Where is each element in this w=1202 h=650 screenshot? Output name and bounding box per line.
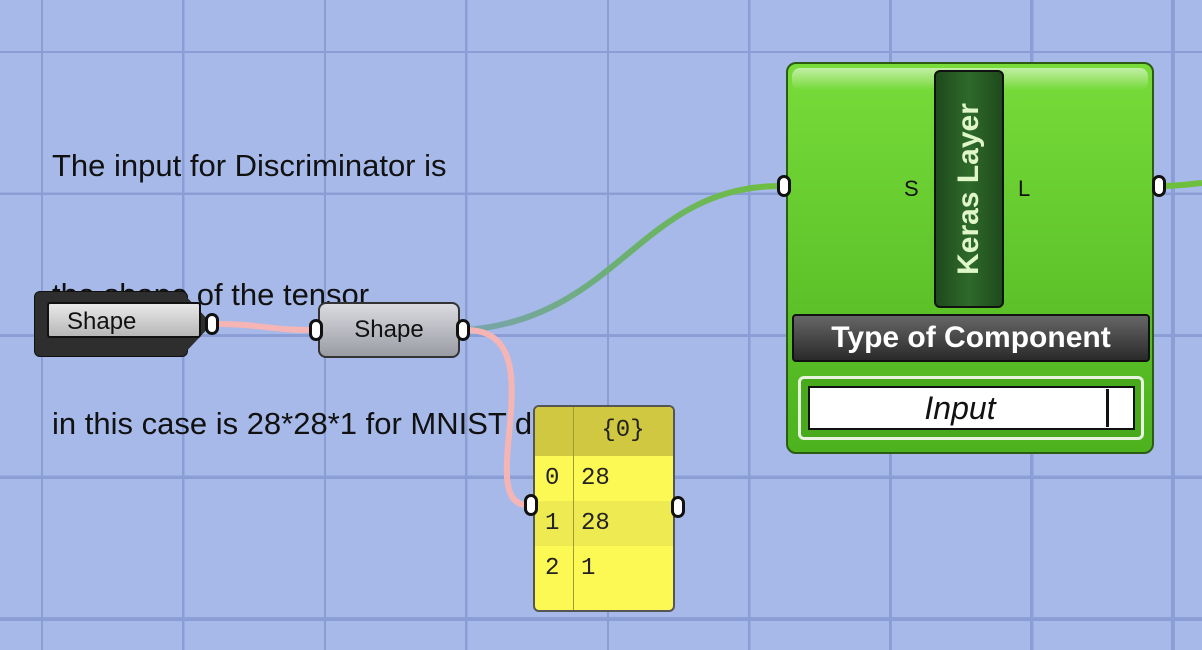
panel-header-path: {0} bbox=[601, 417, 645, 444]
value-list[interactable]: Input bbox=[798, 376, 1144, 440]
parameter-output-grip[interactable] bbox=[205, 313, 219, 335]
row-index: 2 bbox=[545, 555, 560, 582]
output-pin-label: L bbox=[1018, 176, 1031, 201]
scribble-note[interactable]: The input for Discriminator is the shape… bbox=[52, 58, 575, 531]
component-title-bar: Keras Layer bbox=[934, 70, 1004, 308]
type-of-component-label: Type of Component bbox=[792, 314, 1150, 362]
data-panel[interactable]: {0} 0 28 1 28 2 1 bbox=[533, 405, 675, 612]
panel-input-grip[interactable] bbox=[524, 494, 538, 516]
panel-row: 1 28 bbox=[535, 501, 673, 546]
row-value: 28 bbox=[581, 510, 610, 537]
row-index: 1 bbox=[545, 510, 560, 537]
keras-input-grip[interactable] bbox=[777, 175, 791, 197]
panel-row: 0 28 bbox=[535, 456, 673, 501]
note-line: in this case is 28*28*1 for MNIST data bbox=[52, 406, 576, 441]
input-pin-label: S bbox=[904, 176, 919, 201]
component-title: Keras Layer bbox=[952, 103, 985, 275]
row-index: 0 bbox=[545, 465, 560, 492]
shape-input-grip[interactable] bbox=[309, 319, 323, 341]
wire-shape-to-keras bbox=[465, 183, 781, 333]
shape-component[interactable]: Shape bbox=[318, 302, 460, 358]
panel-output-grip[interactable] bbox=[671, 496, 685, 518]
panel-index-divider bbox=[573, 407, 574, 610]
wire-keras-output bbox=[1159, 180, 1202, 189]
parameter-label: Shape bbox=[47, 302, 201, 338]
row-value: 28 bbox=[581, 465, 610, 492]
shape-output-grip[interactable] bbox=[456, 319, 470, 341]
note-line: The input for Discriminator is bbox=[52, 148, 447, 183]
value-list-box[interactable]: Input bbox=[808, 386, 1135, 430]
value-list-selected: Input bbox=[924, 390, 996, 426]
component-label: Shape bbox=[354, 316, 424, 343]
panel-row: 2 1 bbox=[535, 546, 673, 591]
shape-parameter[interactable]: Shape bbox=[34, 291, 212, 357]
wire-shape-to-panel bbox=[465, 327, 529, 508]
panel-header bbox=[535, 407, 673, 456]
wire-param-to-shape bbox=[215, 321, 313, 333]
keras-layer-component[interactable]: Keras Layer S L Type of Component Input bbox=[786, 62, 1154, 454]
row-value: 1 bbox=[581, 555, 596, 582]
value-list-dropdown-button[interactable] bbox=[1106, 389, 1132, 427]
keras-output-grip[interactable] bbox=[1152, 175, 1166, 197]
